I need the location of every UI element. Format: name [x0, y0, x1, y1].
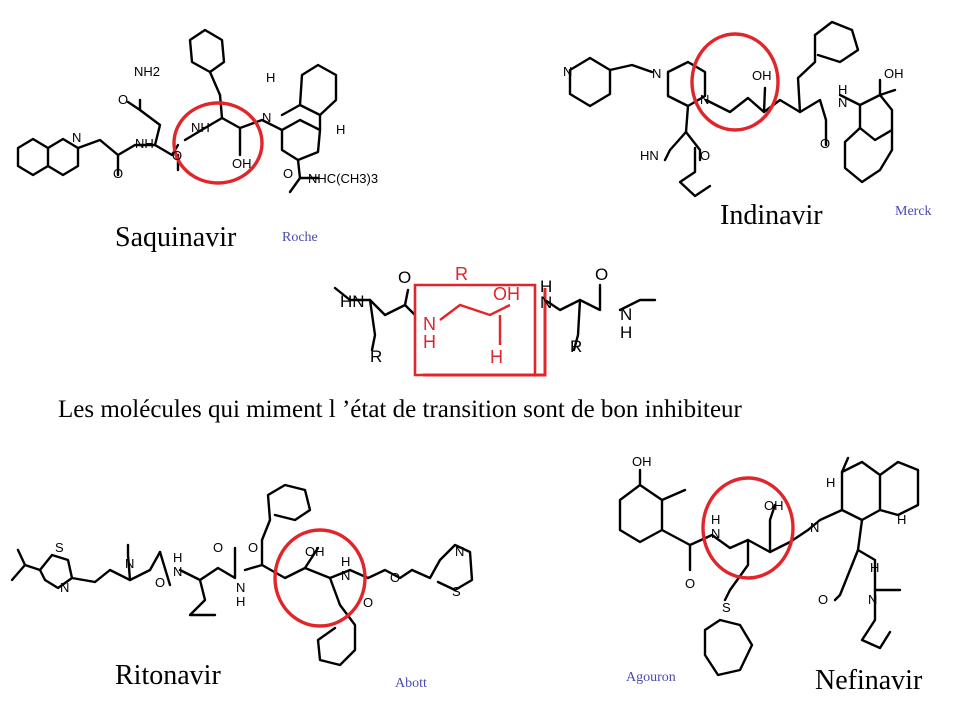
atom-n: N: [236, 580, 245, 595]
atom-oh: OH: [884, 66, 904, 81]
atom-nh: NH: [135, 136, 154, 151]
atom-labels: NH2 O N NH O O NH OH H N H O NHC(CH3)3 N…: [55, 64, 906, 615]
atom-n: N: [173, 564, 182, 579]
ts-n: N: [423, 314, 436, 334]
nefinavir-highlight-circle: [701, 476, 795, 580]
saquinavir-company: Roche: [282, 230, 318, 245]
nefinavir-company: Agouron: [626, 670, 676, 685]
ts-h: H: [423, 332, 436, 352]
atom-n: N: [125, 556, 134, 571]
atom-r: R: [570, 337, 582, 356]
transition-state-caption: Les molécules qui miment l ’état de tran…: [58, 396, 742, 423]
bond-lines: [10, 20, 920, 677]
highlights: [172, 32, 795, 628]
ritonavir-highlight-circle: [273, 528, 367, 628]
atom-h: H: [711, 512, 720, 527]
atom-n: N: [60, 580, 69, 595]
atom-h: H: [266, 70, 275, 85]
atom-s: S: [722, 600, 731, 615]
atom-hn: HN: [640, 148, 659, 163]
atom-o: O: [363, 595, 373, 610]
atom-oh: OH: [305, 544, 325, 559]
atom-o: O: [118, 92, 128, 107]
atom-h: H: [838, 82, 847, 97]
ritonavir-label: Ritonavir: [115, 660, 221, 691]
atom-n: N: [341, 568, 350, 583]
atom-o: O: [213, 540, 223, 555]
atom-n: N: [620, 305, 632, 324]
atom-s: S: [452, 584, 461, 599]
atom-h: H: [870, 560, 879, 575]
nefinavir-label: Nefinavir: [815, 665, 923, 696]
transition-state-shadow: [423, 288, 547, 377]
ts-r: R: [455, 264, 468, 284]
atom-n: N: [455, 544, 464, 559]
indinavir-highlight-circle: [690, 32, 780, 132]
atom-o: O: [595, 265, 608, 284]
atom-h: H: [540, 277, 552, 296]
atom-h: H: [336, 122, 345, 137]
atom-oh: OH: [764, 498, 784, 513]
atom-oh: OH: [752, 68, 772, 83]
atom-o: O: [113, 166, 123, 181]
atom-nh2: NH2: [134, 64, 160, 79]
atom-n: N: [262, 110, 271, 125]
ts-h2: H: [490, 347, 503, 367]
saquinavir-label: Saquinavir: [115, 222, 237, 253]
atom-nh: NH: [191, 120, 210, 135]
atom-n: N: [563, 64, 572, 79]
atom-h: H: [173, 550, 182, 565]
indinavir-label: Indinavir: [720, 200, 823, 231]
atom-n: N: [838, 95, 847, 110]
atom-s: S: [55, 540, 64, 555]
atom-o: O: [820, 136, 830, 151]
atom-oh: OH: [232, 156, 252, 171]
atom-o: O: [685, 576, 695, 591]
atom-h: H: [826, 475, 835, 490]
ritonavir-company: Abott: [395, 676, 427, 691]
atom-n: N: [72, 130, 81, 145]
ts-oh: OH: [493, 284, 520, 304]
atom-n: N: [868, 592, 877, 607]
atom-o: O: [818, 592, 828, 607]
atom-o: O: [155, 575, 165, 590]
atom-oh: OH: [632, 454, 652, 469]
atom-n: N: [700, 92, 709, 107]
atom-o: O: [248, 540, 258, 555]
saquinavir-highlight-circle: [172, 101, 264, 185]
atom-h: H: [897, 512, 906, 527]
atom-o: O: [390, 570, 400, 585]
transition-state-bonds: [439, 303, 511, 321]
atom-o: O: [172, 148, 182, 163]
atom-r: R: [370, 347, 382, 366]
transition-state-labels: R N H OH H: [423, 264, 520, 367]
atom-n: N: [540, 293, 552, 312]
atom-n: N: [711, 526, 720, 541]
atom-h: H: [341, 554, 350, 569]
atom-h: H: [236, 594, 245, 609]
atom-o: O: [398, 268, 411, 287]
atom-h: H: [620, 323, 632, 342]
atom-nhc: NHC(CH3)3: [308, 171, 378, 186]
atom-n: N: [810, 520, 819, 535]
indinavir-company: Merck: [895, 204, 932, 219]
atom-o: O: [283, 166, 293, 181]
atom-o: O: [700, 148, 710, 163]
atom-n: N: [652, 66, 661, 81]
atom-hn: HN: [340, 292, 365, 311]
